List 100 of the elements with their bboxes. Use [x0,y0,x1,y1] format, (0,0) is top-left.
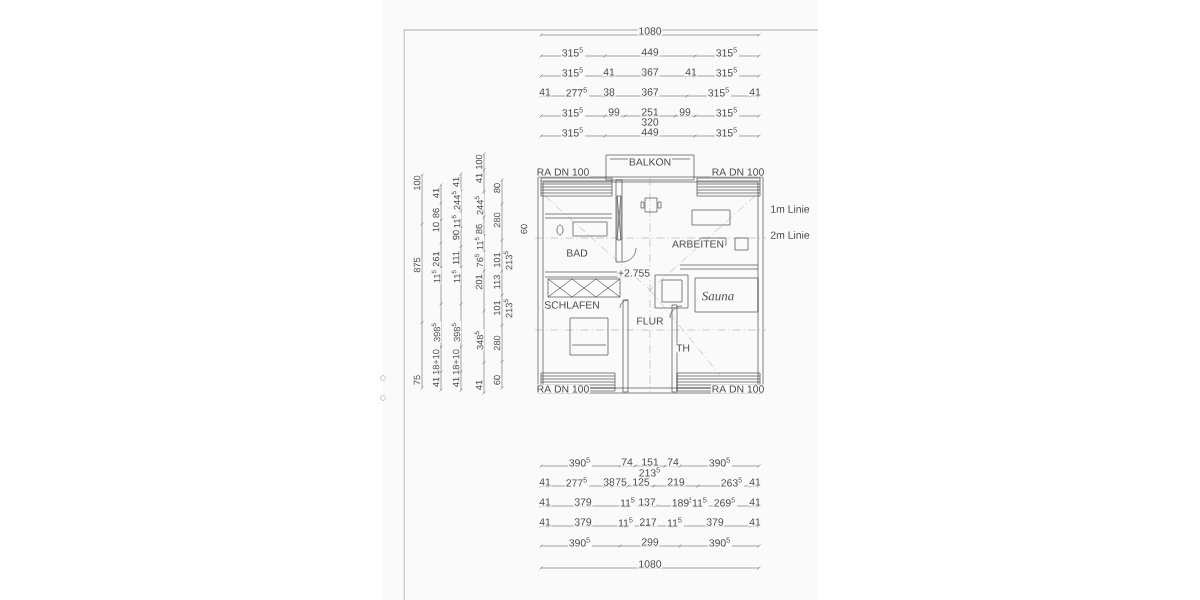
room-label: FLUR [635,316,665,326]
dimension-label: 151 [640,457,660,467]
dimension-label: 315$^{5}$ [561,46,585,58]
dimension-label: 113 [492,273,502,291]
dimension-label: 101 [492,251,502,269]
dimension-label: 11$^{5}$ [691,496,709,508]
dimension-label: 41 [432,187,440,199]
note-label: +2.755 [617,268,651,278]
dimension-label: 315$^{5}$ [707,86,731,98]
dimension-label: 41 [452,176,460,188]
dimension-label: 99 [678,107,692,117]
dimension-label: 244$^{5}$ [473,194,485,216]
dimension-label: 99 [607,107,621,117]
dimension-label: 320 [640,117,660,127]
room-label: ARBEITEN [671,239,725,249]
dimension-label: 41 [538,477,552,487]
dimension-label: 41 [684,67,698,77]
dimension-label: 86 [431,207,441,219]
dimension-label: 76$^{5}$ [473,251,485,269]
room-label: SCHLAFEN [543,300,601,310]
dimension-label: 261 [431,250,441,268]
dimension-label: 213$^{5}$ [502,297,514,319]
dimension-label: 86 [474,223,484,235]
dimension-label: 90 [451,229,461,241]
dimension-label: 251 [640,107,660,117]
dimension-label: 74 [666,457,680,467]
dimension-label: 315$^{5}$ [715,126,739,138]
dimension-label: 379 [573,517,593,527]
dimension-label: 277$^{5}$ [565,86,589,98]
dimension-label: 875 [412,256,422,274]
dimension-label: 299 [640,537,660,547]
dimension-label: 379 [573,497,593,507]
dimension-label: 315$^{5}$ [715,46,739,58]
dimension-label: 213$^{5}$ [502,249,514,271]
dimension-label: 41 [452,376,460,388]
dimension-label: 18+10 [431,348,441,376]
dimension-label: 60 [519,223,529,235]
dimension-label: 41 [602,67,616,77]
handwritten-label: Sauna [700,290,736,302]
dimension-label: 38 [602,87,616,97]
dimension-label: 11$^{5}$ [619,496,637,508]
dimension-label: 315$^{5}$ [715,66,739,78]
note-label: RA DN 100 [710,167,766,177]
dimension-label: 100 [412,174,422,192]
dimension-label: 74 [620,457,634,467]
dimension-label: 449 [640,47,660,57]
dimension-label: 390$^{5}$ [568,536,592,548]
dimension-label: 280 [492,334,502,352]
dimension-label: 41 [475,172,483,184]
dimension-label: 75 [614,477,628,487]
dimension-label: 10 [431,221,441,233]
dimension-label: 244$^{5}$ [450,189,462,211]
dimension-label: 18+10 [451,348,461,376]
note-label: RA DN 100 [710,384,766,394]
dimension-label: 11$^{5}$ [473,235,485,251]
dimension-label: 213$^{5}$ [638,466,662,478]
dimension-label: 315$^{5}$ [561,126,585,138]
dimension-label: 11$^{5}$ [430,268,442,284]
dimension-label: 277$^{5}$ [565,476,589,488]
dimension-label: 11$^{5}$ [617,516,635,528]
dimension-label: 263$^{5}$ [720,476,744,488]
dimension-label: 80 [492,182,502,194]
dimension-label: 41 [538,517,552,527]
dimension-label: 41 [538,87,552,97]
room-label: BALKON [628,157,672,167]
dimension-label: 390$^{5}$ [708,536,732,548]
dimension-label: 137 [637,497,657,507]
dimension-label: 390$^{5}$ [568,456,592,468]
dimension-label: 398$^{5}$ [430,321,442,343]
dimension-label: 390$^{5}$ [708,456,732,468]
dimension-label: 217 [638,517,658,527]
dimension-label: 1080 [637,559,663,569]
dimension-label: 11$^{5}$ [666,516,684,528]
note-label: 1m Linie [769,204,811,214]
dimension-label: 11$^{5}$ [450,268,462,284]
dimension-label: 1080 [637,26,663,36]
dimension-label: 60 [492,374,502,386]
dimension-label: 111 [452,250,460,266]
note-label: RA DN 100 [535,384,591,394]
dimension-label: 280 [492,211,502,229]
note-label: TH [675,343,691,353]
dimension-label: 101 [492,299,502,317]
dimension-label: 41 [748,497,762,507]
dimension-label: 100 [474,153,484,171]
dimension-label: 449 [640,127,660,137]
dimension-label: 315$^{5}$ [561,106,585,118]
dimension-label: 219 [666,477,686,487]
dimension-label: 348$^{5}$ [473,329,485,351]
room-label: BAD [565,248,589,258]
note-label: 2m Linie [769,230,811,240]
dimension-label: 41 [538,497,552,507]
dimension-label: 269$^{5}$ [713,496,737,508]
dimension-label: 201 [474,273,484,291]
dimension-label: 315$^{5}$ [561,66,585,78]
dimension-label: 398$^{5}$ [450,321,462,343]
dimension-label: 367 [640,67,660,77]
dimension-label: 41 [748,87,762,97]
dimension-label: 75 [413,374,421,386]
dimension-label: 41 [748,517,762,527]
dimension-label: 315$^{5}$ [715,106,739,118]
